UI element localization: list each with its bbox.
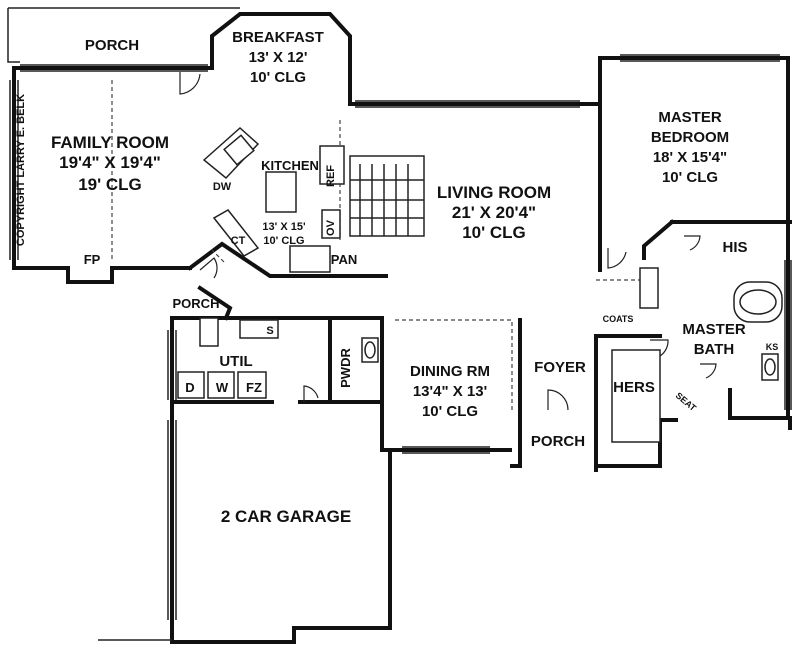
sink-label: S (266, 325, 273, 337)
living-room-name: LIVING ROOM (437, 183, 551, 202)
kitchen-ceiling: 10' CLG (263, 235, 304, 247)
master-bedroom-ceiling: 10' CLG (662, 169, 718, 186)
washer-label: W (216, 380, 229, 395)
room-labels: PORCH BREAKFAST 13' X 12' 10' CLG FAMILY… (51, 29, 748, 526)
family-room-name: FAMILY ROOM (51, 133, 169, 152)
doors (179, 72, 717, 411)
util-label: UTIL (219, 353, 252, 370)
breakfast-ceiling: 10' CLG (250, 69, 306, 86)
living-room-size: 21' X 20'4" (452, 203, 536, 222)
breakfast-name: BREAKFAST (232, 29, 324, 46)
porch-front-label: PORCH (531, 433, 585, 450)
pwdr-label: PWDR (338, 348, 353, 388)
dining-room-name: DINING RM (410, 363, 490, 380)
family-room-size: 19'4" X 19'4" (59, 153, 161, 172)
hers-closet-label: HERS (613, 379, 655, 396)
fireplace-label: FP (84, 252, 101, 267)
master-bath-name-2: BATH (694, 341, 735, 358)
master-bath-name-1: MASTER (682, 321, 746, 338)
dryer-label: D (185, 380, 194, 395)
garage-label: 2 CAR GARAGE (221, 507, 351, 526)
pantry-label: PAN (331, 252, 357, 267)
seat-label: SEAT (674, 390, 699, 413)
porch-side-label: PORCH (173, 296, 220, 311)
kitchen-name: KITCHEN (261, 158, 319, 173)
ks-label: KS (766, 342, 779, 352)
counter-label: CT (231, 235, 246, 247)
master-bedroom-name-2: BEDROOM (651, 129, 729, 146)
master-bedroom-name-1: MASTER (658, 109, 722, 126)
bath-fixtures (199, 267, 783, 443)
family-room-ceiling: 19' CLG (78, 175, 142, 194)
refrigerator-label: REF (325, 165, 337, 187)
exterior-walls (7, 7, 792, 644)
coats-closet-label: COATS (603, 314, 634, 324)
dining-room-size: 13'4" X 13' (413, 383, 487, 400)
kitchen-size: 13' X 15' (262, 221, 306, 233)
his-closet-label: HIS (722, 239, 747, 256)
oven-label: OV (325, 219, 337, 236)
copyright-label: COPYRIGHT LARRY E. BELK (15, 94, 27, 246)
staircase (349, 155, 425, 237)
freezer-label: FZ (246, 380, 262, 395)
master-bedroom-size: 18' X 15'4" (653, 149, 727, 166)
breakfast-size: 13' X 12' (249, 49, 308, 66)
porch-top-label: PORCH (85, 37, 139, 54)
kitchen-fixtures (202, 126, 345, 273)
living-room-ceiling: 10' CLG (462, 223, 526, 242)
laundry-appliances (177, 371, 267, 399)
foyer-label: FOYER (534, 359, 586, 376)
dining-room-ceiling: 10' CLG (422, 403, 478, 420)
dishwasher-label: DW (213, 181, 232, 193)
